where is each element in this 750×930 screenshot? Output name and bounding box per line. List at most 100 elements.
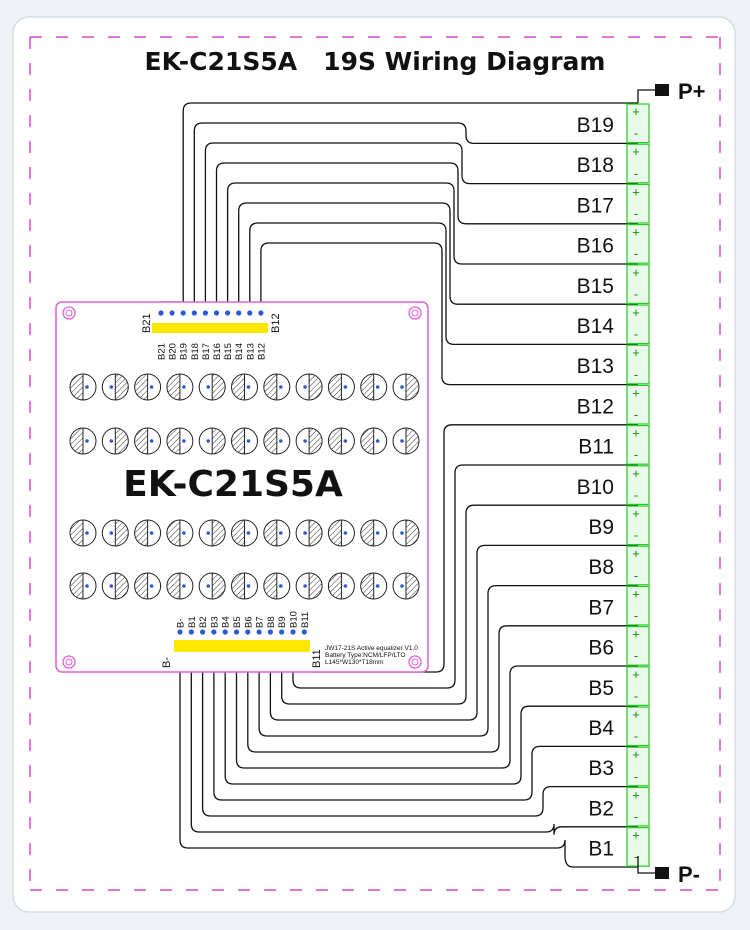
cell-minus-sign: - [634, 528, 638, 543]
hatched-circle-icon [166, 427, 194, 455]
cell-plus-sign: + [632, 265, 640, 280]
top-header-right-label: B12 [270, 313, 282, 333]
cell-body [626, 666, 650, 706]
hatched-circle-icon [198, 519, 226, 547]
mount-hole-icon [62, 655, 76, 669]
header-pin [267, 629, 273, 635]
cell-label: B13 [577, 355, 614, 378]
pin-label: B5 [232, 616, 243, 628]
header-pin [225, 310, 231, 316]
header-pin [245, 629, 251, 635]
hatched-circle-icon [263, 519, 291, 547]
hatched-circle-icon [69, 572, 97, 600]
cell-minus-sign: - [634, 447, 638, 462]
battery-cell-b8: +- [626, 545, 650, 586]
pin-label: B3 [209, 616, 220, 628]
hatched-circle-icon [263, 427, 291, 455]
cell-plus-sign: + [632, 667, 640, 682]
battery-cell-b16: +- [626, 224, 650, 264]
top-header-bar [152, 323, 268, 333]
terminal-positive[interactable]: P+ [637, 79, 706, 104]
board-info: JW17-21S Active equalizer V1.0 Battery T… [325, 645, 418, 666]
pin-label: B13 [245, 343, 256, 360]
hatched-circle-icon [263, 373, 291, 401]
hatched-circle-icon [231, 519, 258, 547]
wire-b18 [193, 122, 638, 313]
battery-cell-b3: +- [626, 746, 650, 787]
cell-plus-sign: + [632, 385, 640, 400]
diagram-title: EK-C21S5A 19S Wiring Diagram [145, 47, 606, 76]
battery-cell-b6: +- [626, 625, 650, 666]
hatched-circle-icon [327, 572, 355, 600]
cell-minus-sign: - [634, 246, 638, 261]
cell-body [626, 585, 650, 626]
hatched-circle-icon [295, 427, 323, 455]
wire-b12 [260, 242, 638, 386]
cell-body [626, 224, 650, 264]
cell-plus-sign: + [632, 305, 640, 320]
cell-plus-sign: + [632, 747, 640, 762]
cell-plus-sign: + [632, 627, 640, 642]
cell-plus-sign: + [632, 466, 640, 481]
pin-label: B12 [256, 343, 267, 360]
header-pin [247, 310, 253, 316]
hatched-circle-icon [392, 427, 420, 455]
header-pin [169, 310, 175, 316]
hatched-circle-icon [166, 572, 194, 600]
pin-label: B18 [190, 343, 201, 360]
hatched-circle-icon [360, 427, 388, 455]
cell-minus-sign: - [634, 407, 638, 422]
header-pin [258, 310, 264, 316]
hatched-circle-icon [263, 572, 291, 600]
cell-label: B18 [577, 154, 614, 177]
terminal-negative-lead [637, 856, 655, 874]
header-pin [256, 629, 262, 635]
hatched-circle-icon [295, 519, 323, 547]
pin-label: B- [176, 619, 187, 629]
cell-minus-sign: - [634, 487, 638, 502]
wire-b7 [258, 584, 638, 737]
hatched-circle-icon [327, 427, 355, 455]
cell-plus-sign: + [632, 828, 640, 843]
cell-label: B8 [588, 556, 614, 579]
hatched-circle-icon [166, 519, 194, 547]
mount-hole-icon [408, 655, 422, 669]
cell-label: B11 [578, 436, 614, 459]
board-info-line-1: JW17-21S Active equalizer V1.0 [325, 645, 418, 652]
hatched-circle-icon [134, 519, 162, 547]
pin-label: B20 [168, 343, 179, 360]
battery-cell-b10: +- [626, 465, 650, 505]
pin-label: B6 [243, 616, 254, 628]
cell-label: B2 [588, 797, 614, 820]
hatched-circle-icon [198, 373, 226, 401]
pin-label: B9 [277, 616, 288, 628]
dashed-frame [29, 36, 721, 891]
header-pin [233, 629, 240, 635]
cell-body [626, 706, 650, 747]
pin-label: B21 [157, 343, 168, 360]
hatched-circle-icon [134, 427, 162, 455]
cell-minus-sign: - [634, 206, 638, 221]
cell-label: B1 [588, 838, 614, 861]
cell-minus-sign: - [634, 648, 638, 663]
terminal-negative[interactable]: P- [637, 856, 700, 887]
battery-cell-b7: +- [626, 585, 650, 626]
board-name: EK-C21S5A [123, 464, 343, 505]
terminal-square-icon [655, 84, 669, 96]
wire-b14 [238, 202, 638, 313]
header-pin [301, 629, 307, 635]
battery-cell-b9: +- [626, 505, 650, 546]
pin-label: B11 [300, 612, 311, 628]
cell-body [626, 625, 650, 666]
mount-hole-icon [62, 306, 76, 320]
cell-label: B15 [577, 275, 614, 298]
wire-b9 [281, 504, 638, 705]
hatched-circle-icon [231, 373, 258, 401]
hatched-circle-icon [327, 519, 355, 547]
cell-label: B12 [577, 395, 614, 418]
hatched-circle-icon [392, 519, 420, 547]
cell-minus-sign: - [634, 608, 638, 623]
